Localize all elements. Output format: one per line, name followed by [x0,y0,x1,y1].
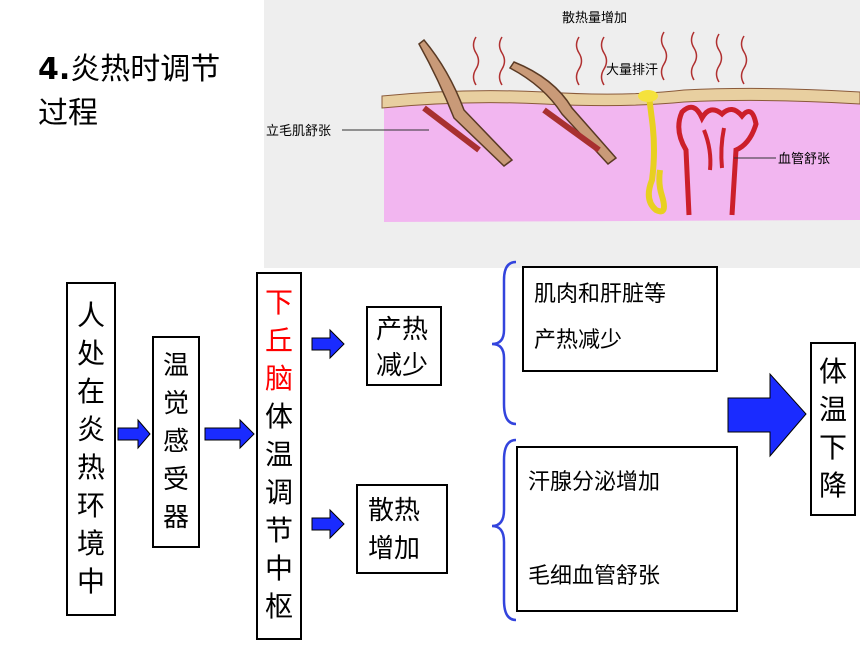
center-char: 调 [264,476,293,509]
center-char-red: 丘 [264,324,293,357]
hair-shaft-1 [418,38,514,167]
center-char: 体 [264,400,293,433]
center-char-red: 脑 [264,362,293,395]
stimulus-char: 人 [76,299,105,332]
center-char: 枢 [264,590,293,623]
production-detail-box: 肌肉和肝脏等 产热减少 [522,266,718,372]
heat-loss-line1: 散热 [368,496,421,526]
stimulus-char: 环 [76,489,105,522]
arrector-muscle-2 [542,107,601,153]
stimulus-char: 热 [76,451,105,484]
receptor-box: 温 觉 感 受 器 [152,336,200,548]
blood-vessel-loop [676,104,759,216]
result-char: 体 [818,355,847,388]
label-heat-increase: 散热量增加 [562,11,627,26]
production-detail-line2: 产热减少 [534,328,623,353]
heat-production-line1: 产热 [376,315,429,345]
result-char: 降 [818,469,847,502]
skin-illustration: 散热量增加 大量排汗 立毛肌舒张 血管舒张 [264,0,860,268]
label-vessel-dilate: 血管舒张 [778,152,830,167]
loss-detail-line2: 毛细血管舒张 [528,564,661,589]
receptor-char: 受 [162,465,189,495]
stimulus-char: 在 [76,375,105,408]
arrector-muscle-1 [422,105,481,153]
result-char: 温 [818,393,847,426]
stimulus-char: 境 [76,527,105,560]
skin-cross-section: 散热量增加 大量排汗 立毛肌舒张 血管舒张 [266,11,860,222]
capillaries [702,127,726,171]
production-detail-line1: 肌肉和肝脏等 [534,282,667,307]
stimulus-char: 炎 [76,413,105,446]
result-box: 体 温 下 降 [810,342,856,516]
thermoregulation-center-box: 下 丘 脑 体 温 调 节 中 枢 [256,272,302,640]
center-char: 节 [264,514,293,547]
arrow-center-to-loss [311,508,345,540]
heat-production-line2: 减少 [376,351,429,381]
title-line2: 过程 [38,96,98,131]
loss-detail-box: 汗腺分泌增加 毛细血管舒张 [516,446,738,612]
arrow-to-result [727,372,807,458]
hair-shaft-2 [508,61,618,166]
center-char-red: 下 [264,286,293,319]
label-sweat: 大量排汗 [606,63,658,78]
stimulus-char: 处 [76,337,105,370]
receptor-char: 温 [162,351,189,381]
sweat-gland [645,95,667,215]
center-char: 温 [264,438,293,471]
arrow-receptor-to-center [204,418,255,450]
brace-production [491,260,517,426]
arrow-center-to-production [311,328,345,360]
title-line1: 炎热时调节 [70,52,221,87]
sweat-drop [638,90,658,102]
heat-waves [472,31,748,86]
loss-detail-line1: 汗腺分泌增加 [528,470,661,495]
slide-title: 4.炎热时调节 过程 [38,48,258,136]
dermis-layer [384,95,860,222]
receptor-char: 觉 [162,389,189,419]
title-number: 4. [38,52,71,87]
heat-loss-line2: 增加 [368,534,421,564]
stimulus-box: 人 处 在 炎 热 环 境 中 [66,282,116,616]
result-char: 下 [818,431,847,464]
heat-loss-box: 散热 增加 [356,484,448,574]
arrow-stimulus-to-receptor [117,418,151,450]
heat-production-box: 产热 减少 [366,306,442,386]
label-arrector-relax: 立毛肌舒张 [266,124,331,139]
brace-loss [491,438,517,622]
receptor-char: 器 [162,503,189,533]
center-char: 中 [264,552,293,585]
stimulus-char: 中 [76,565,105,598]
receptor-char: 感 [162,427,189,457]
